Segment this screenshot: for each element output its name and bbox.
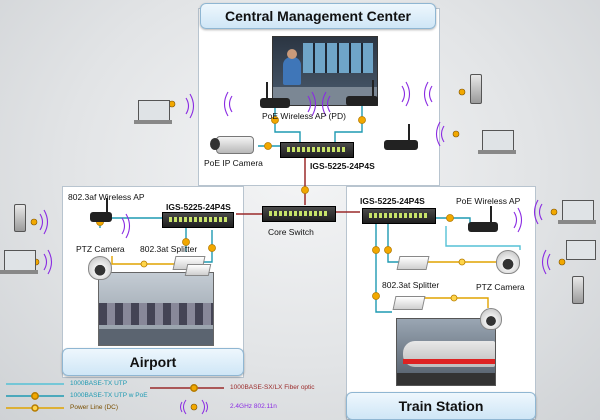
wireless-ap-icon [384, 140, 418, 150]
laptop-icon [482, 130, 514, 152]
airport-title: Airport [62, 348, 244, 376]
pda-icon [14, 204, 26, 232]
wireless-ap-icon [468, 222, 498, 232]
ip-camera-icon [216, 136, 254, 154]
center-switch-label: IGS-5225-24P4S [310, 161, 375, 171]
ip-camera-lens [210, 138, 220, 150]
ptz-camera-icon [496, 250, 520, 274]
laptop-base [134, 120, 172, 124]
train-ptz-label: PTZ Camera [476, 282, 525, 292]
laptop-icon [562, 200, 594, 222]
ptz-camera-icon [480, 308, 502, 330]
antenna-icon [106, 198, 108, 212]
airport-ap-label: 802.3af Wireless AP [68, 192, 145, 202]
poe-markers [96, 116, 454, 300]
legend-utp: 1000BASE-TX UTP [70, 380, 128, 387]
power-airport-ptz [111, 256, 176, 265]
airport-switch-label: IGS-5225-24P4S [166, 202, 231, 212]
laptop-base [478, 150, 516, 154]
antenna-icon [266, 82, 268, 98]
splitter-icon [392, 296, 426, 310]
link-train-ptz-data [445, 226, 521, 250]
laptop-icon [566, 240, 596, 260]
core-switch-label: Core Switch [268, 227, 314, 237]
legend-power: Power Line (DC) [70, 404, 119, 411]
legend-fiber: 1000BASE-SX/LX Fiber optic [230, 384, 315, 391]
laptop-base [558, 220, 596, 224]
legend-utp-poe: 1000BASE-TX UTP w PoE [70, 392, 148, 399]
wifi-signals [39, 81, 551, 275]
switch-icon [362, 208, 436, 224]
airport-ptz-label: PTZ Camera [76, 244, 125, 254]
train-title: Train Station [346, 392, 536, 420]
laptop-base [0, 270, 38, 274]
legend-lines [6, 383, 224, 415]
center-pd-ap-label: PoE Wireless AP (PD) [262, 111, 346, 121]
splitter-icon [184, 264, 212, 276]
splitter-icon [396, 256, 430, 270]
fiber-links [236, 156, 360, 215]
airport-hall-image [98, 272, 214, 346]
power-markers [140, 258, 466, 302]
train-splitter-label: 802.3at Splitter [382, 280, 440, 290]
switch-icon [280, 142, 354, 158]
center-ipcam-label: PoE IP Camera [204, 158, 263, 168]
pda-icon [470, 74, 482, 104]
legend-wifi: 2.4GHz 802.11n [230, 403, 277, 410]
center-title: Central Management Center [200, 3, 436, 29]
train-switch-label: IGS-5225-24P4S [360, 196, 425, 206]
link-train-splitter [387, 224, 400, 263]
antenna-icon [408, 124, 410, 140]
wireless-ap-icon [90, 212, 112, 222]
wireless-ap-icon [346, 96, 378, 106]
switch-icon [162, 212, 234, 228]
ptz-camera-icon [88, 256, 112, 280]
train-image [396, 318, 496, 386]
wireless-ap-icon [260, 98, 290, 108]
train-ap-label: PoE Wireless AP [456, 196, 521, 206]
wifi-badges [30, 88, 566, 266]
power-train-cam2 [420, 297, 489, 308]
antenna-icon [490, 206, 492, 222]
airport-splitter-label: 802.3at Splitter [140, 244, 198, 254]
laptop-icon [138, 100, 170, 122]
core-switch-icon [262, 206, 336, 222]
laptop-icon [4, 250, 36, 272]
antenna-icon [372, 80, 374, 96]
pda-icon [572, 276, 584, 304]
